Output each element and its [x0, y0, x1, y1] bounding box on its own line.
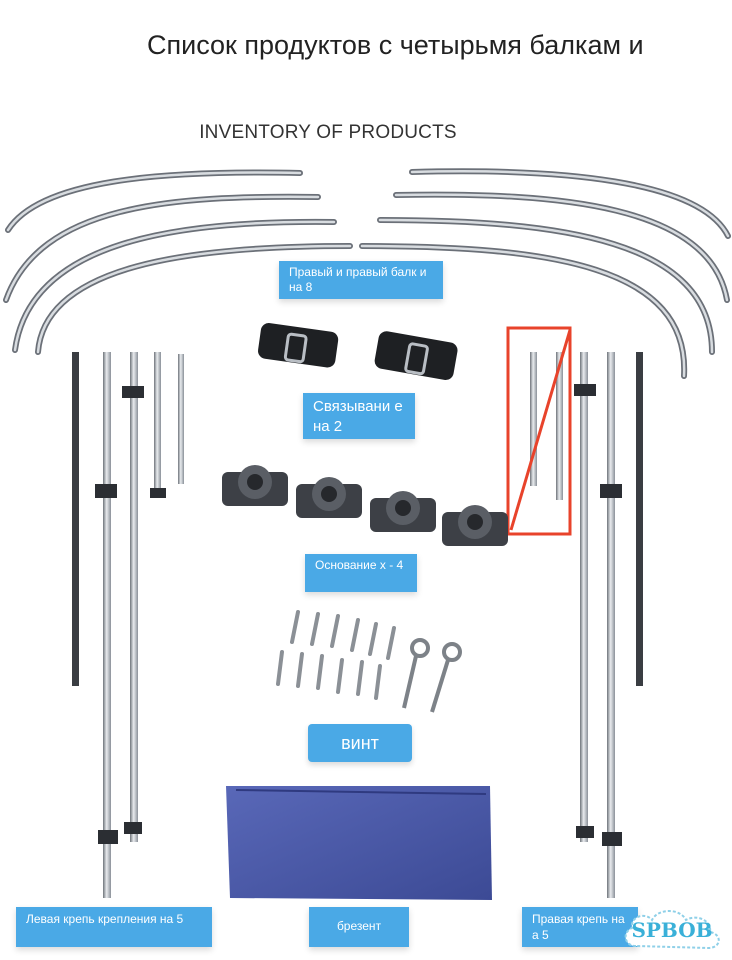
curved-beams-right: [359, 168, 731, 379]
screws: [276, 610, 396, 700]
label-straps: Связывани е на 2: [303, 393, 415, 439]
beams-label-text: Правый и правый балк и на 8: [289, 265, 427, 294]
highlight-box: [506, 326, 572, 536]
inventory-heading: INVENTORY OF PRODUCTS: [199, 122, 457, 143]
right-poles: [530, 352, 643, 898]
label-bases: Основание x - 4: [305, 554, 417, 592]
straps-label-text: Связывани е на 2: [313, 398, 403, 435]
bases-label-text: Основание x - 4: [315, 558, 404, 572]
label-left-poles: Левая крепь крепления на 5: [16, 907, 212, 947]
label-screws: винт: [308, 724, 412, 762]
label-right-poles: Правая крепь на а 5: [522, 907, 638, 947]
page-title: Список продуктов с четырьмя балкам и: [147, 30, 644, 60]
base-brackets: [222, 465, 508, 546]
screws-label-text: винт: [341, 733, 379, 753]
curved-beams-left: [3, 169, 353, 355]
label-beams: Правый и правый балк и на 8: [279, 261, 443, 299]
tarp-bag: [226, 786, 492, 900]
tarp-label-text: брезент: [336, 919, 382, 933]
left-poles-label-text: Левая крепь крепления на 5: [26, 912, 184, 926]
cloud-icon: [624, 910, 720, 950]
watermark-logo: SPBOB: [620, 906, 724, 952]
right-poles-label-text: Правая крепь на а 5: [532, 912, 625, 942]
left-poles: [72, 352, 184, 898]
eye-bolts: [402, 638, 462, 713]
label-tarp: брезент: [309, 907, 409, 947]
strap-icons: [258, 323, 458, 381]
watermark-text: SPBOB: [631, 918, 713, 942]
